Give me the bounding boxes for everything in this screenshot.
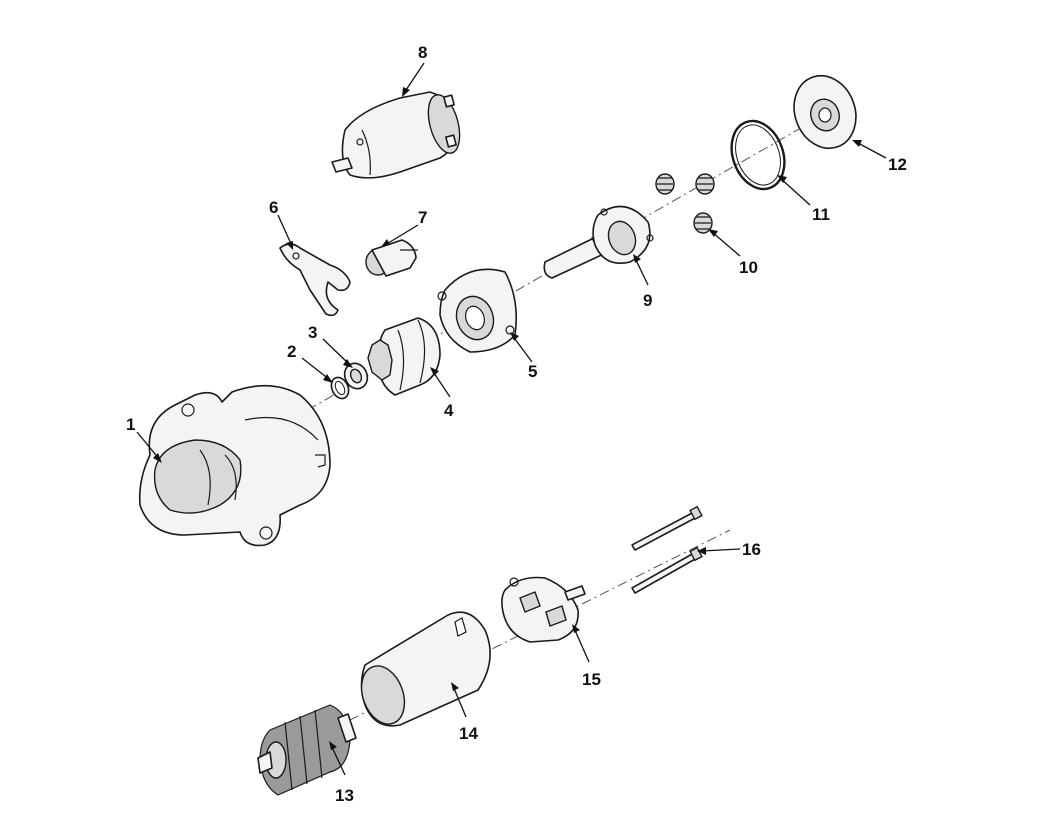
arrowhead-9 (633, 254, 641, 263)
leader-16 (701, 548, 741, 552)
callout-6: 6 (269, 198, 278, 217)
leader-14 (452, 685, 467, 718)
arrowhead-7 (381, 239, 390, 247)
part-1-drive-end-housing (138, 384, 331, 547)
planet-gear-c (693, 212, 713, 234)
arrowhead-12 (852, 140, 862, 147)
arrowhead-6 (286, 241, 293, 250)
through-bolt-upper (631, 505, 703, 551)
leader-10 (711, 231, 741, 257)
part-2-snap-ring (330, 376, 350, 400)
part-11-packing-ring (730, 119, 786, 191)
through-bolt-lower (631, 546, 703, 594)
leader-6 (277, 214, 293, 247)
arrowhead-5 (510, 332, 519, 341)
leader-12 (855, 141, 887, 159)
arrowhead-1 (153, 453, 162, 463)
callout-14: 14 (459, 724, 478, 743)
part-10-planet-gears (655, 173, 715, 234)
callout-4: 4 (444, 401, 454, 420)
part-8-solenoid (331, 91, 461, 179)
leader-13 (330, 744, 346, 776)
callout-11: 11 (812, 205, 830, 224)
callout-9: 9 (643, 291, 652, 310)
callout-7: 7 (418, 208, 427, 227)
leader-9 (634, 257, 649, 286)
leader-2 (301, 357, 331, 381)
part-9-planetary-shaft (543, 205, 654, 279)
callout-5: 5 (528, 362, 537, 381)
arrowhead-2 (323, 374, 333, 383)
leader-11 (779, 177, 811, 206)
part-13-armature (257, 704, 357, 796)
callout-12: 12 (888, 155, 907, 174)
arrowhead-4 (430, 367, 439, 376)
leader-15 (573, 627, 590, 663)
planet-gear-b (695, 173, 715, 195)
callout-2: 2 (287, 342, 296, 361)
callout-1: 1 (126, 415, 135, 434)
leader-lines (136, 62, 887, 776)
part-14-yoke (360, 611, 491, 727)
arrowhead-14 (451, 682, 459, 691)
part-16-through-bolts (631, 505, 703, 594)
arrowhead-3 (343, 359, 353, 368)
leader-8 (403, 62, 425, 94)
part-6-drive-lever (279, 243, 351, 317)
part-15-brush-holder (501, 576, 586, 643)
part-7-plunger (365, 239, 418, 277)
arrowhead-15 (572, 624, 580, 633)
callout-13: 13 (335, 786, 354, 805)
callout-8: 8 (418, 43, 427, 62)
part-3-stop-collar (343, 362, 369, 390)
callout-10: 10 (739, 258, 758, 277)
arrowhead-16 (697, 547, 706, 555)
leader-3 (322, 338, 351, 366)
part-12-cover-plate (793, 74, 857, 150)
part-4-overrunning-clutch (367, 317, 441, 396)
callout-16: 16 (742, 540, 761, 559)
leader-7 (384, 224, 419, 246)
part-5-bracket (437, 268, 518, 353)
arrowhead-10 (708, 229, 718, 237)
callout-labels: 1 2 3 4 5 6 7 8 9 10 11 12 13 14 15 16 (126, 43, 907, 805)
arrowhead-13 (329, 741, 337, 750)
planet-gear-a (655, 173, 675, 195)
arrowhead-8 (402, 87, 410, 97)
callout-3: 3 (308, 323, 317, 342)
arrowhead-11 (777, 175, 787, 183)
callout-15: 15 (582, 670, 601, 689)
